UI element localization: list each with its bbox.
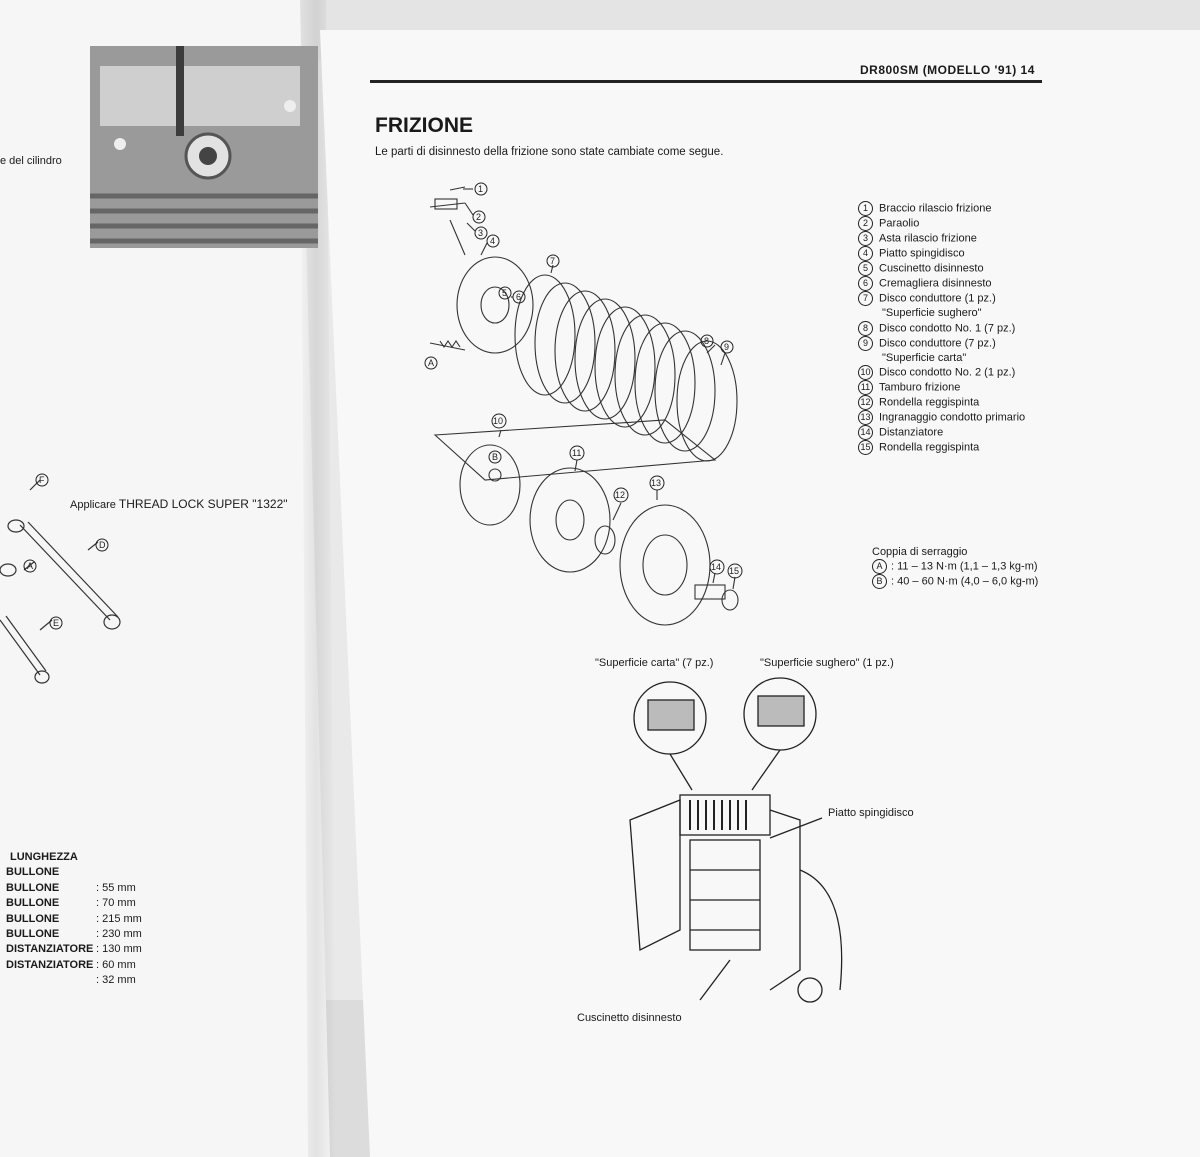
callout-D: D — [99, 540, 106, 550]
torque-spec: Coppia di serraggio A: 11 – 13 N·m (1,1 … — [872, 545, 1038, 589]
legend-subitem: "Superficie sughero" — [882, 307, 982, 319]
label-piatto-spingidisco: Piatto spingidisco — [828, 807, 914, 819]
svg-text:2: 2 — [476, 212, 481, 222]
svg-text:10: 10 — [493, 416, 503, 426]
callout-F: F — [39, 475, 45, 485]
engine-photo-drawing — [90, 46, 318, 248]
label-superficie-carta: "Superficie carta" (7 pz.) — [595, 657, 714, 669]
torque-title: Coppia di serraggio — [872, 546, 968, 558]
header-rule — [370, 80, 1042, 83]
thread-lock-prefix: Applicare — [70, 499, 116, 511]
length-row: DISTANZIATORE: 130 mm — [6, 943, 142, 956]
svg-text:5: 5 — [502, 288, 507, 298]
svg-text:3: 3 — [478, 228, 483, 238]
legend-subitem: "Superficie carta" — [882, 351, 967, 364]
svg-text:14: 14 — [711, 562, 721, 572]
bolt-diagram: F D A E — [0, 473, 121, 684]
label-cuscinetto-disinnesto: Cuscinetto disinnesto — [577, 1012, 682, 1024]
diagram-callout-B: B — [492, 452, 498, 462]
svg-text:12: 12 — [615, 490, 625, 500]
engine-photo — [90, 46, 318, 248]
section-intro: Le parti di disinnesto della frizione so… — [375, 146, 724, 158]
length-title: LUNGHEZZA — [10, 851, 78, 863]
section-title: FRIZIONE — [375, 114, 473, 137]
clutch-section-diagram — [629, 677, 843, 1003]
clutch-exploded-diagram: 1 2 3 4 6 5 7 8 9 10 11 12 13 14 15 A B — [424, 182, 743, 626]
svg-text:11: 11 — [572, 448, 581, 458]
length-row: BULLONE — [6, 866, 60, 879]
svg-text:15: 15 — [729, 566, 739, 576]
svg-text:6: 6 — [516, 292, 521, 302]
svg-text:13: 13 — [651, 478, 661, 488]
cylinder-caption: e del cilindro — [0, 155, 62, 167]
length-row: BULLONE: 55 mm — [6, 881, 136, 894]
length-table: LUNGHEZZA BULLONE BULLONE: 55 mm BULLONE… — [6, 850, 142, 989]
length-row: : 32 mm — [96, 974, 136, 987]
label-superficie-sughero: "Superficie sughero" (1 pz.) — [760, 657, 894, 669]
length-row: DISTANZIATORE: 60 mm — [6, 958, 136, 971]
length-row: BULLONE: 70 mm — [6, 897, 136, 910]
thread-lock-product: THREAD LOCK SUPER "1322" — [118, 497, 288, 511]
svg-text:7: 7 — [550, 256, 555, 266]
thread-lock-note: Applicare THREAD LOCK SUPER "1322" — [70, 497, 288, 511]
diagram-callout-A: A — [428, 358, 434, 368]
svg-text:9: 9 — [724, 342, 729, 352]
callout-A-left: A — [27, 561, 33, 571]
length-row: BULLONE: 215 mm — [6, 912, 142, 925]
callout-E: E — [53, 618, 59, 628]
svg-text:1: 1 — [478, 184, 483, 194]
svg-text:4: 4 — [490, 236, 495, 246]
page-header: DR800SM (MODELLO '91) 14 — [860, 63, 1035, 77]
right-page — [320, 30, 1200, 1157]
svg-text:8: 8 — [704, 336, 709, 346]
torque-row: B: 40 – 60 N·m (4,0 – 6,0 kg-m) — [872, 574, 1038, 589]
length-row: BULLONE: 230 mm — [6, 928, 142, 941]
torque-row: A: 11 – 13 N·m (1,1 – 1,3 kg-m) — [872, 559, 1038, 574]
